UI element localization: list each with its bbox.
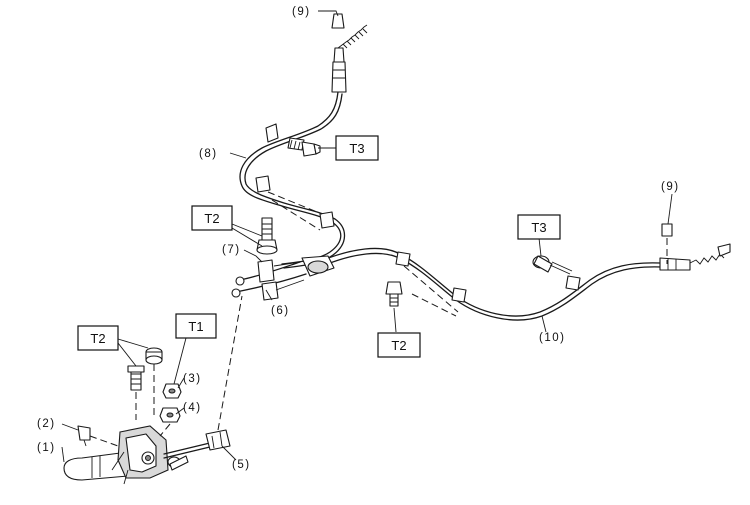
callout-1: (1): [37, 442, 56, 454]
callout-6: (6): [271, 305, 290, 317]
callout-9-top: (9): [292, 6, 311, 18]
clip-9-top: [331, 13, 345, 29]
callout-labels: (9) (9) (8) (7) (6) (10) (5) (4) (3) (2)…: [37, 6, 680, 471]
callout-2: (2): [37, 418, 56, 430]
torque-label: T3: [531, 220, 546, 235]
torque-label: T2: [391, 338, 406, 353]
guide-line: [271, 199, 321, 231]
torque-box-t2-bottom: T2: [377, 332, 421, 358]
callout-8: (8): [199, 148, 218, 160]
torque-box-t2-lever: T2: [77, 325, 119, 351]
torque-label: T2: [204, 211, 219, 226]
callout-7: (7): [222, 244, 241, 256]
torque-box-t3-left: T3: [335, 135, 379, 161]
torque-box-t3-right: T3: [517, 214, 561, 240]
bolt-t2-bottom: [385, 281, 403, 307]
clip-2: [77, 425, 119, 447]
guide-line: [403, 265, 459, 313]
bolt-t2-bracket: [256, 217, 278, 255]
cable-8: [239, 24, 368, 269]
equalizer-assembly: [231, 255, 335, 301]
guide-line: [411, 293, 457, 317]
clip-9-right: [661, 223, 673, 264]
torque-label: T3: [349, 141, 364, 156]
torque-label: T1: [188, 319, 203, 334]
callout-10: (10): [539, 332, 565, 344]
cable-10: [317, 243, 731, 321]
guide-line: [217, 295, 243, 431]
guide-line: [267, 191, 323, 215]
leader-lines: [61, 10, 673, 463]
torque-label: T2: [90, 331, 105, 346]
nut-3: [162, 383, 182, 399]
guide-line: [159, 423, 171, 437]
callout-4: (4): [183, 402, 202, 414]
bolt-t3-right: [532, 255, 573, 275]
torque-box-t2-bracket: T2: [191, 205, 233, 231]
torque-box-t1: T1: [175, 313, 217, 339]
callout-3: (3): [183, 373, 202, 385]
clevis-5: [205, 429, 231, 451]
screw-bottom: [167, 455, 189, 471]
callout-9-right: (9): [661, 181, 680, 193]
parking-brake-lever: [63, 425, 215, 485]
nut-4: [159, 407, 181, 423]
bolt-lever-t2: [127, 347, 163, 420]
bolt-t3-left: [287, 137, 321, 157]
callout-5: (5): [232, 459, 251, 471]
